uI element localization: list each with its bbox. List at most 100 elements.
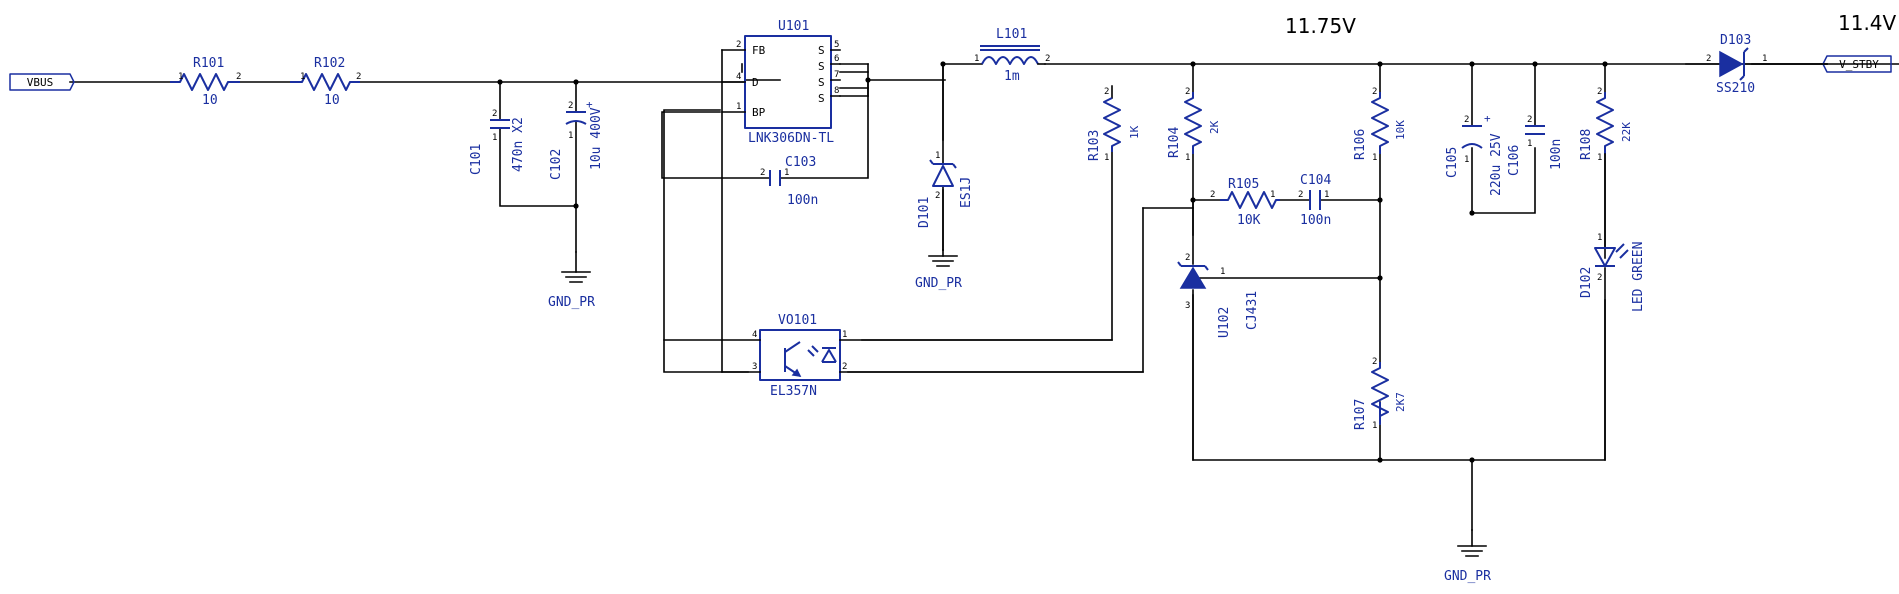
- svg-text:S: S: [818, 76, 825, 89]
- svg-text:1: 1: [1464, 155, 1469, 165]
- junction-dots: [497, 61, 1608, 463]
- resistor-r105: R105 10K 2 1: [1210, 177, 1280, 228]
- ground-output-label: GND_PR: [1444, 569, 1491, 584]
- rail-voltage-label: 11.75V: [1285, 14, 1356, 38]
- svg-text:2: 2: [1527, 115, 1532, 125]
- svg-text:S: S: [818, 60, 825, 73]
- capacitor-c106: C106 100n 2 1: [1507, 115, 1564, 176]
- svg-text:3: 3: [1185, 301, 1190, 311]
- svg-text:2: 2: [935, 191, 940, 201]
- svg-text:D: D: [752, 76, 759, 89]
- inductor-l101: L101 1m 1 2: [945, 27, 1050, 84]
- svg-text:2: 2: [1372, 87, 1377, 97]
- resistor-r104: R104 2K 2 1: [1167, 87, 1221, 163]
- ground-diode-label: GND_PR: [915, 276, 962, 291]
- c101-ref: C101: [469, 144, 484, 175]
- svg-text:1: 1: [1762, 54, 1767, 64]
- ground-input-label: GND_PR: [548, 295, 595, 310]
- svg-text:+: +: [1484, 112, 1491, 125]
- r103-ref: R103: [1087, 130, 1102, 161]
- vo101-ref: VO101: [778, 313, 817, 328]
- d101-ref: D101: [917, 197, 932, 228]
- r104-ref: R104: [1167, 127, 1182, 158]
- r103-value: 1K: [1128, 125, 1141, 139]
- r102-value: 10: [324, 93, 340, 108]
- u101-ref: U101: [778, 19, 809, 34]
- c106-value: 100n: [1549, 139, 1564, 170]
- c105-ref: C105: [1445, 147, 1460, 178]
- c105-value: 220u 25V: [1489, 133, 1504, 196]
- r105-value: 10K: [1237, 213, 1261, 228]
- c102-value: 10u 400V: [589, 107, 604, 170]
- ground-symbol-input: GND_PR: [548, 251, 595, 310]
- r108-value: 22K: [1620, 122, 1633, 142]
- resistor-r101: R101 10 1 2: [170, 56, 241, 108]
- c102-ref: C102: [549, 149, 564, 180]
- shunt-regulator-u102: U102 CJ431 2 1 3: [1177, 199, 1260, 461]
- c104-ref: C104: [1300, 173, 1331, 188]
- svg-text:1: 1: [568, 131, 573, 141]
- svg-text:2: 2: [842, 362, 847, 372]
- r107-ref: R107: [1353, 399, 1368, 430]
- d103-value: SS210: [1716, 81, 1755, 96]
- c101-value: 470n X2: [511, 117, 526, 172]
- svg-text:8: 8: [834, 86, 839, 96]
- capacitor-c102: + C102 10u 400V 2 1: [549, 98, 604, 180]
- svg-text:1: 1: [1597, 153, 1602, 163]
- svg-text:1: 1: [1324, 190, 1329, 200]
- capacitor-c101: C101 470n X2 2 1: [469, 109, 526, 175]
- svg-text:+: +: [586, 98, 593, 111]
- r105-ref: R105: [1228, 177, 1259, 192]
- resistor-r103: R103 1K 2 1: [1087, 87, 1141, 163]
- svg-text:2: 2: [236, 72, 241, 82]
- svg-text:2: 2: [1104, 87, 1109, 97]
- svg-text:3: 3: [752, 362, 757, 372]
- svg-text:2: 2: [1597, 87, 1602, 97]
- svg-text:1: 1: [784, 168, 789, 178]
- svg-text:2: 2: [1464, 115, 1469, 125]
- svg-text:1: 1: [974, 54, 979, 64]
- svg-text:2: 2: [1045, 54, 1050, 64]
- resistor-r106: R106 10K 2 1: [1353, 87, 1407, 163]
- diode-d101: D101 ES1J 1 2: [917, 63, 974, 251]
- resistor-r108: R108 22K 2 1: [1579, 87, 1633, 163]
- capacitor-c104: C104 100n 2 1: [1298, 173, 1331, 228]
- vo101-part: EL357N: [770, 384, 817, 399]
- vstby-port: V_STBY: [1822, 55, 1892, 73]
- d102-value: LED GREEN: [1631, 242, 1646, 312]
- svg-text:BP: BP: [752, 106, 766, 119]
- svg-text:1: 1: [1372, 421, 1377, 431]
- u101-part: LNK306DN-TL: [748, 131, 834, 146]
- r107-value: 2K7: [1394, 392, 1407, 412]
- svg-text:2: 2: [1372, 357, 1377, 367]
- vbus-label: VBUS: [27, 76, 54, 89]
- r106-ref: R106: [1353, 129, 1368, 160]
- svg-text:6: 6: [834, 54, 839, 64]
- svg-text:2: 2: [1210, 190, 1215, 200]
- c106-ref: C106: [1507, 145, 1522, 176]
- l101-ref: L101: [996, 27, 1027, 42]
- vstby-label: V_STBY: [1839, 58, 1879, 71]
- svg-text:2: 2: [1185, 87, 1190, 97]
- svg-text:S: S: [818, 92, 825, 105]
- d101-value: ES1J: [959, 177, 974, 208]
- d102-ref: D102: [1579, 267, 1594, 298]
- svg-text:2: 2: [568, 101, 573, 111]
- r106-value: 10K: [1394, 120, 1407, 140]
- resistor-r107: R107 2K7 2 1: [1353, 357, 1407, 431]
- ground-symbol-diode: GND_PR: [915, 249, 962, 291]
- svg-text:1: 1: [1527, 139, 1532, 149]
- capacitor-c105: + C105 220u 25V 2 1: [1445, 112, 1504, 196]
- svg-text:1: 1: [736, 102, 741, 112]
- svg-text:4: 4: [736, 72, 741, 82]
- svg-text:2: 2: [736, 40, 741, 50]
- svg-text:1: 1: [1597, 233, 1602, 243]
- u102-ref: U102: [1217, 307, 1232, 338]
- output-voltage-label: 11.4V: [1838, 11, 1897, 35]
- svg-text:1: 1: [178, 72, 183, 82]
- r102-ref: R102: [314, 56, 345, 71]
- resistor-r102: R102 10 1 2: [290, 56, 361, 108]
- svg-text:S: S: [818, 44, 825, 57]
- svg-text:2: 2: [1185, 253, 1190, 263]
- l101-value: 1m: [1004, 69, 1020, 84]
